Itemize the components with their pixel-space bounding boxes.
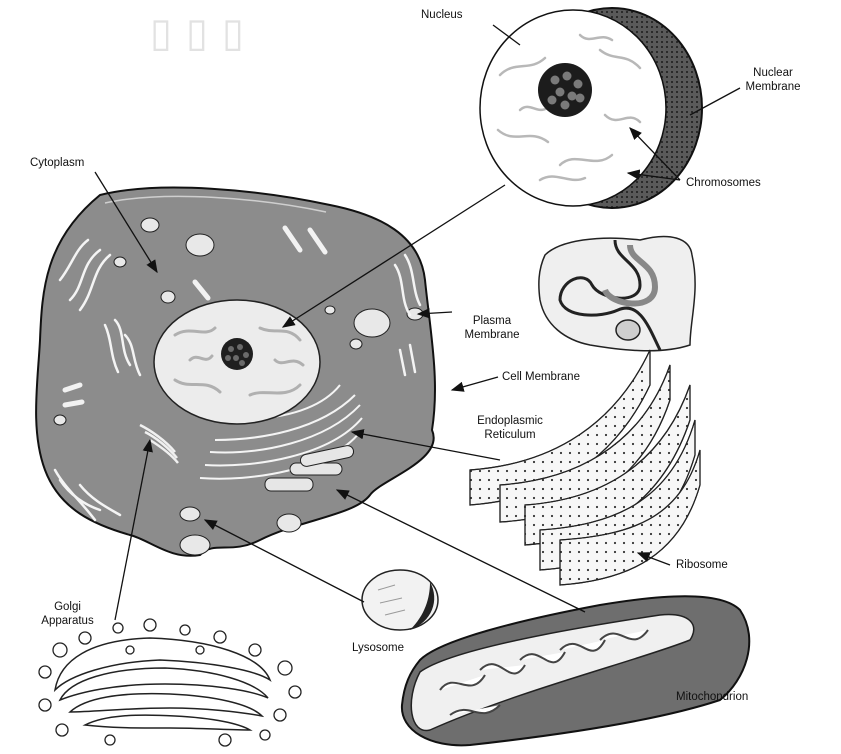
label-golgi-line2: Apparatus: [30, 614, 105, 628]
label-nucleus: Nucleus: [421, 8, 463, 22]
label-plasma-membrane: Plasma Membrane: [452, 314, 532, 342]
label-cell-membrane: Cell Membrane: [502, 370, 580, 384]
label-er-line1: Endoplasmic: [465, 414, 555, 428]
label-golgi-line1: Golgi: [30, 600, 105, 614]
label-nuclear-membrane-line2: Membrane: [733, 80, 813, 94]
label-nuclear-membrane-line1: Nuclear: [733, 66, 813, 80]
lysosome-drawing: [362, 570, 438, 630]
mitochondrion-drawing: [402, 596, 749, 745]
label-plasma-membrane-line1: Plasma: [452, 314, 532, 328]
label-plasma-membrane-line2: Membrane: [452, 328, 532, 342]
label-er-line2: Reticulum: [465, 428, 555, 442]
er-stack: [470, 350, 700, 585]
label-nuclear-membrane: Nuclear Membrane: [733, 66, 813, 94]
label-chromosomes: Chromosomes: [686, 176, 761, 190]
plasma-membrane-detail: [539, 236, 695, 350]
label-cytoplasm: Cytoplasm: [30, 156, 84, 170]
label-lysosome: Lysosome: [352, 641, 404, 655]
label-golgi-apparatus: Golgi Apparatus: [30, 600, 105, 628]
golgi-drawing: [39, 619, 301, 746]
label-mitochondrion: Mitochondrion: [676, 690, 748, 704]
label-endoplasmic-reticulum: Endoplasmic Reticulum: [465, 414, 555, 442]
cell-body: [36, 188, 435, 556]
label-ribosome: Ribosome: [676, 558, 728, 572]
